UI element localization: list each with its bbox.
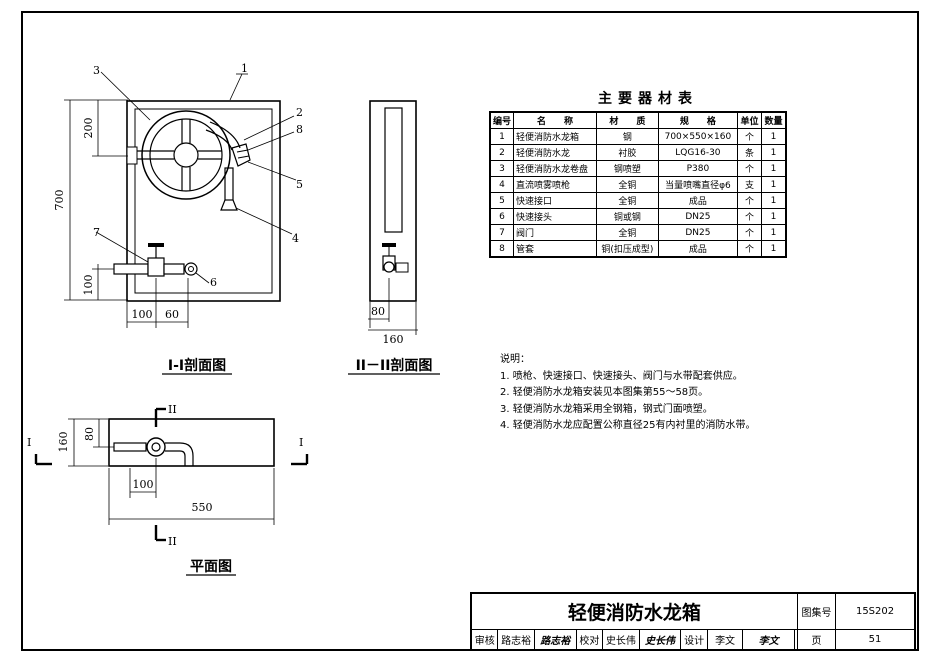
atlas-number: 15S202 <box>835 592 917 630</box>
checker-name: 史长伟 <box>602 628 640 651</box>
dim-100-vertical: 100 <box>82 275 95 296</box>
dim-100-plan: 100 <box>133 478 154 491</box>
plan-pipe <box>113 442 147 452</box>
sheet-frame <box>21 11 919 651</box>
section-2-view: 80 160 II－II剖面图 <box>348 100 440 375</box>
hose-reel-outer <box>141 110 231 200</box>
designer-name: 李文 <box>706 628 744 651</box>
marker-ii-top: II <box>168 403 177 416</box>
dim-80-side: 80 <box>371 305 385 318</box>
dim-700: 700 <box>53 190 66 211</box>
callout-3: 3 <box>93 64 100 77</box>
valve-body <box>147 257 165 277</box>
mounting-plate <box>126 146 138 165</box>
valve-handle <box>148 243 164 247</box>
cabinet-outline <box>126 100 281 302</box>
designer-signature: 李文 <box>742 628 796 651</box>
page-label: 页 <box>796 628 837 651</box>
reel-hub <box>173 142 199 168</box>
spray-nozzle <box>224 167 234 201</box>
dim-100-horizontal: 100 <box>132 308 153 321</box>
plan-caption: 平面图 <box>190 559 232 575</box>
drawing-title: 轻便消防水龙箱 <box>469 592 798 630</box>
header-qty: 数量 <box>760 111 787 129</box>
marker-i-right: I <box>299 436 303 449</box>
marker-ii-bottom: II <box>168 535 177 548</box>
cabinet-inner <box>134 108 273 294</box>
title-block: 轻便消防水龙箱 图集号 15S202 审核 路志裕 路志裕 校对 史长伟 史长伟… <box>469 592 917 651</box>
dim-80-plan: 80 <box>83 427 96 441</box>
callout-6: 6 <box>210 276 217 289</box>
notes-heading: 说明： <box>500 354 530 365</box>
design-label: 设计 <box>680 628 708 651</box>
note-item: 4. 轻便消防水龙应配置公称直径25有内衬里的消防水带。 <box>500 420 756 431</box>
callout-5: 5 <box>296 178 303 191</box>
review-label: 审核 <box>470 628 499 651</box>
header-spec: 规 格 <box>657 111 739 129</box>
reviewer-name: 路志裕 <box>497 628 535 651</box>
header-unit: 单位 <box>737 111 762 129</box>
plan-elbow <box>165 442 194 466</box>
section-1-caption: I-I剖面图 <box>168 357 226 374</box>
dim-160-side: 160 <box>383 333 404 346</box>
page-number: 51 <box>835 628 917 651</box>
callout-1: 1 <box>241 62 248 75</box>
inlet-pipe <box>113 263 149 275</box>
dim-60: 60 <box>165 308 179 321</box>
materials-title: 主要器材表 <box>598 91 698 107</box>
cabinet-side-outline <box>369 100 417 302</box>
quick-coupling <box>184 262 198 276</box>
notes-block: 说明： 1. 喷枪、快速接口、快速接头、阀门与水带配套供应。 2. 轻便消防水龙… <box>500 352 755 435</box>
header-no: 编号 <box>489 111 515 129</box>
hose-reel-inner <box>149 118 223 192</box>
cabinet-plan-outline <box>108 418 275 467</box>
dim-160-plan: 160 <box>57 432 70 453</box>
callout-8: 8 <box>296 123 303 136</box>
note-item: 3. 轻便消防水龙箱采用全钢箱，钢式门面喷塑。 <box>500 403 713 415</box>
plan-valve <box>146 437 166 457</box>
hose <box>209 121 241 149</box>
callout-7: 7 <box>93 226 100 239</box>
check-label: 校对 <box>575 628 604 651</box>
note-item: 1. 喷枪、快速接口、快速接头、阀门与水带配套供应。 <box>500 370 743 382</box>
nozzle-connector <box>231 143 251 167</box>
dim-200: 200 <box>82 118 95 139</box>
reviewer-signature: 路志裕 <box>533 628 577 651</box>
checker-signature: 史长伟 <box>638 628 682 651</box>
marker-i-left: I <box>27 436 31 449</box>
section-2-caption: II－II剖面图 <box>356 357 433 374</box>
materials-header-row: 编号 名 称 材 质 规 格 单位 数量 <box>489 111 787 129</box>
header-name: 名 称 <box>513 111 597 129</box>
note-item: 2. 轻便消防水龙箱安装见本图集第55～58页。 <box>500 387 709 398</box>
door-window <box>384 107 403 233</box>
header-material: 材 质 <box>595 111 659 129</box>
dim-550-plan: 550 <box>192 501 213 514</box>
section-1-view: 3 1 2 8 5 4 7 6 200 700 100 100 60 I-I剖面… <box>53 62 303 375</box>
plan-view: II I I II 160 80 100 550 平面图 <box>27 403 309 576</box>
callout-2: 2 <box>296 106 303 119</box>
callout-4: 4 <box>292 232 299 245</box>
atlas-label: 图集号 <box>796 592 837 630</box>
